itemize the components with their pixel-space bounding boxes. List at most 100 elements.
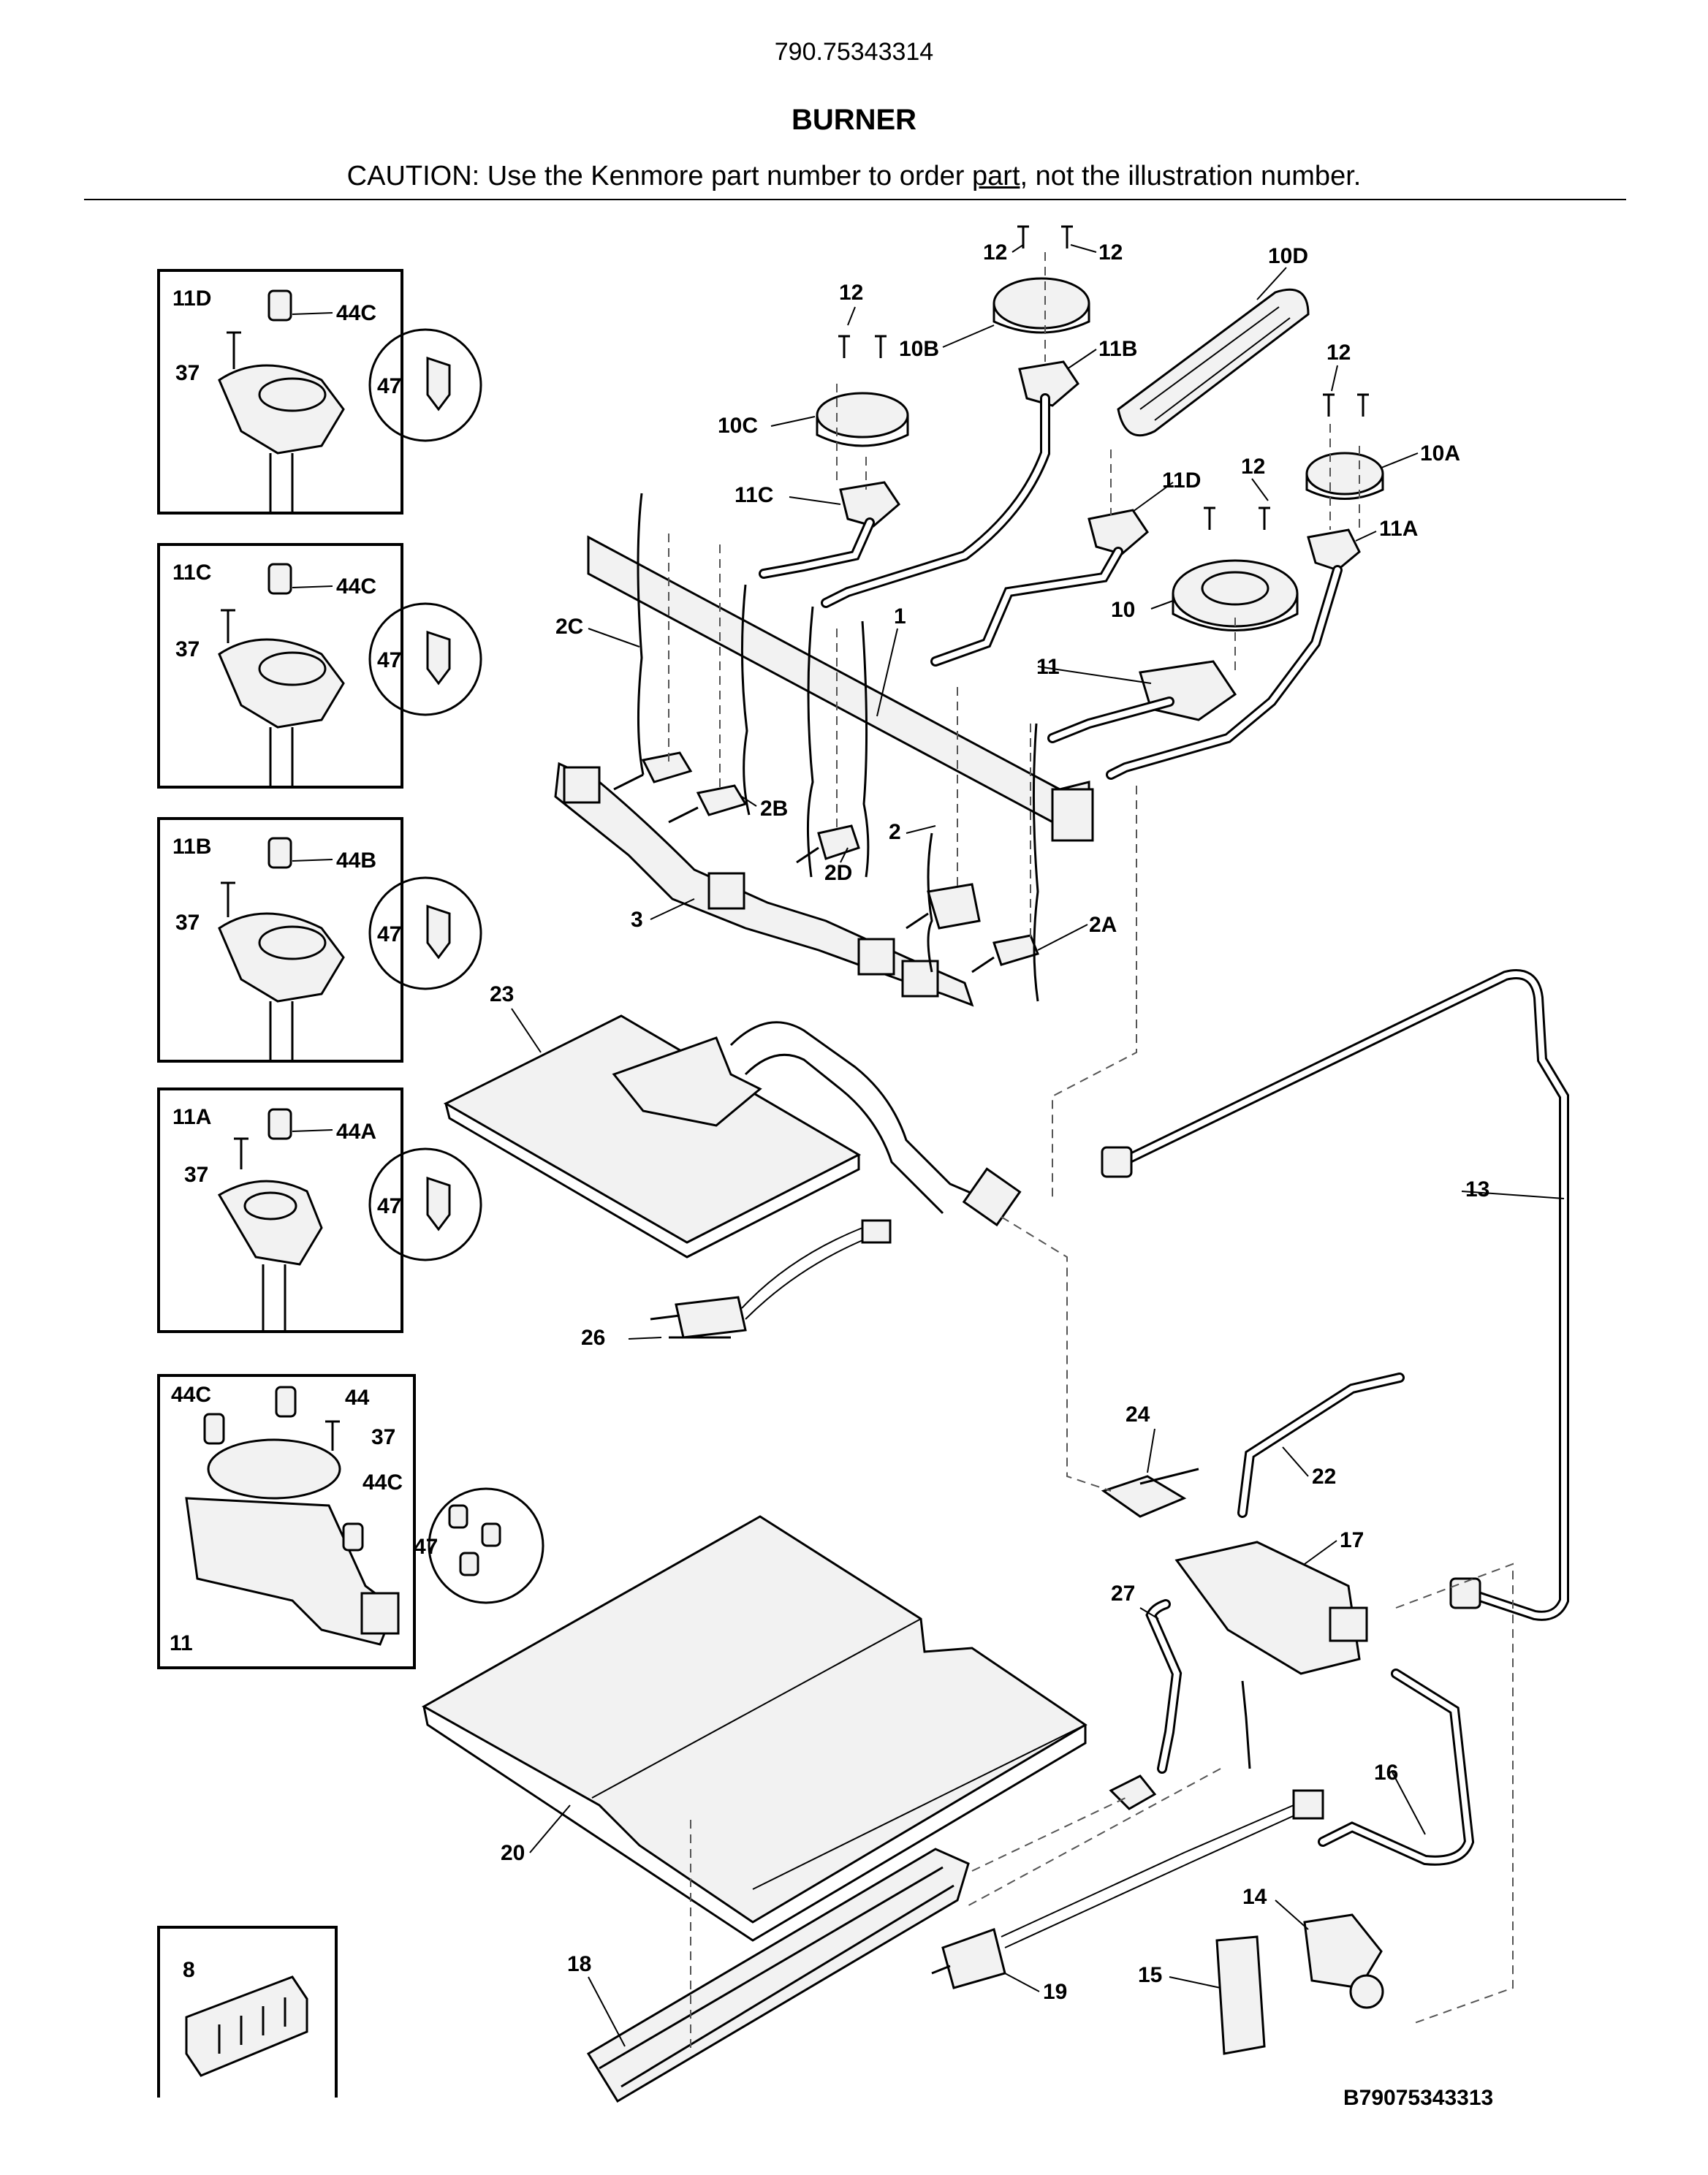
broil-burner-23 <box>443 1014 862 1244</box>
screw-icon <box>1204 506 1215 530</box>
burner-head-10b-side <box>992 303 1090 334</box>
callout-11a: 11A <box>1379 517 1418 541</box>
valve-stem-icon <box>269 1001 294 1060</box>
callout-2: 2 <box>889 820 901 844</box>
inset-11d-frame <box>157 269 403 515</box>
igniter-19-connector <box>1292 1789 1324 1820</box>
inset-11d-screw-label: 37 <box>175 361 200 385</box>
burner-alignment <box>836 252 1360 672</box>
regulator-area <box>1101 1373 1475 2055</box>
brace-2c <box>637 493 645 775</box>
igniter-26-tip <box>650 1314 731 1339</box>
brace-2 <box>861 620 870 878</box>
supply-tube-13 <box>1101 969 1569 1621</box>
bracket-tab <box>563 766 601 804</box>
regulator-outlet <box>1349 1974 1384 2009</box>
igniter-26 <box>675 1296 747 1339</box>
burner-head-10-cap <box>1201 571 1269 606</box>
inset-8: 8 <box>157 1926 338 2098</box>
simmer-plate-icon <box>207 1438 341 1500</box>
callout-12: 12 <box>839 281 863 305</box>
burner-base-11c <box>839 481 900 528</box>
igniter-19-bracket <box>941 1928 1006 1989</box>
brace-2b <box>740 584 751 816</box>
tube-11b-bore <box>823 395 1048 606</box>
orifice-icon <box>275 1386 297 1418</box>
dual-burner-valve-icon <box>185 1497 396 1646</box>
callout-1: 1 <box>894 604 906 629</box>
inset-11a-detail-circle <box>368 1147 482 1261</box>
igniter-19-tip <box>931 1965 951 1975</box>
callout-13: 13 <box>1465 1177 1489 1202</box>
callout-12: 12 <box>1326 341 1351 365</box>
supply-tube-fitting <box>1101 1146 1133 1178</box>
burner-head-10d-oval <box>1117 288 1310 437</box>
broil-tube <box>729 1021 1002 1207</box>
callout-11c: 11C <box>735 483 773 507</box>
screw-icon <box>227 331 241 369</box>
orifice-detail-icon <box>426 630 451 686</box>
supply-tube-fitting <box>1449 1577 1481 1609</box>
caution-suffix: , not the illustration number. <box>1020 161 1362 191</box>
inset-11-frame <box>157 1374 416 1669</box>
orifice-27 <box>1109 1774 1157 1810</box>
igniter-19-wires <box>1001 1804 1302 1948</box>
tube-27-bore <box>1147 1601 1180 1772</box>
inset-11c-leader <box>292 585 333 588</box>
broil-burner-23-edge <box>444 1103 860 1259</box>
screw-icon <box>1259 506 1270 530</box>
burner-head-10d-grate <box>1139 306 1291 421</box>
valve-stem-icon <box>269 727 294 786</box>
burner-base-11b <box>1018 360 1079 407</box>
part-link[interactable]: part <box>972 161 1020 191</box>
tube-22-bore <box>1240 1375 1403 1516</box>
inset-11b-title: 11B <box>172 835 211 859</box>
module-terminals-icon <box>218 1997 286 2054</box>
bracket-tab <box>857 938 895 976</box>
elbow-24 <box>1101 1475 1187 1518</box>
oven-burner-section <box>443 1014 1022 1339</box>
broil-tube-lower <box>744 1053 944 1215</box>
dual-burner-base-11 <box>1139 660 1237 721</box>
burner-head-10c-side <box>816 415 909 447</box>
igniter-26-wires <box>741 1227 867 1320</box>
inset-11b-screw-label: 37 <box>175 911 200 935</box>
orifice-icon <box>481 1522 501 1547</box>
inset-11d-leader <box>292 312 333 315</box>
callout-14: 14 <box>1242 1885 1267 1909</box>
valve-2d <box>817 824 860 860</box>
inset-11a-screw-label: 37 <box>184 1163 208 1187</box>
inset-8-title: 8 <box>183 1958 195 1982</box>
orifice-detail-icon <box>426 356 451 411</box>
inset-11c-detail-circle <box>368 602 482 716</box>
callout-11b: 11B <box>1098 337 1137 361</box>
inset-11-detail-circle <box>428 1487 544 1604</box>
orifice-icon <box>203 1413 225 1445</box>
supply-tube <box>1117 969 1569 1621</box>
callout-3: 3 <box>631 908 643 932</box>
inset-11c: 11C 44C 37 47 <box>157 543 482 789</box>
screw-icon <box>1357 393 1369 417</box>
brace-2d <box>806 606 814 878</box>
burner-base-11a <box>1307 528 1361 572</box>
callout-10d: 10D <box>1268 244 1308 268</box>
valve-alignment <box>668 534 1031 943</box>
inset-8-frame <box>157 1926 338 2098</box>
screw-icon <box>325 1420 340 1451</box>
callout-11d: 11D <box>1162 468 1201 493</box>
broil-tube-nut <box>962 1167 1022 1227</box>
callout-2b: 2B <box>760 797 788 821</box>
orifice-icon <box>342 1522 364 1552</box>
tube-11d <box>930 547 1123 667</box>
elbow-24-stem <box>1139 1468 1199 1485</box>
regulator-alignment <box>1395 1563 1514 2025</box>
valve-2c <box>641 751 693 783</box>
tube-11a-bore <box>1108 567 1340 778</box>
screw-icon <box>875 335 887 358</box>
callout-18: 18 <box>567 1952 591 1976</box>
bracket-tab <box>901 960 939 998</box>
callout-22: 22 <box>1312 1465 1336 1489</box>
burner-base-11d <box>1088 509 1149 555</box>
inset-11a: 11A 44A 37 47 <box>157 1088 482 1333</box>
